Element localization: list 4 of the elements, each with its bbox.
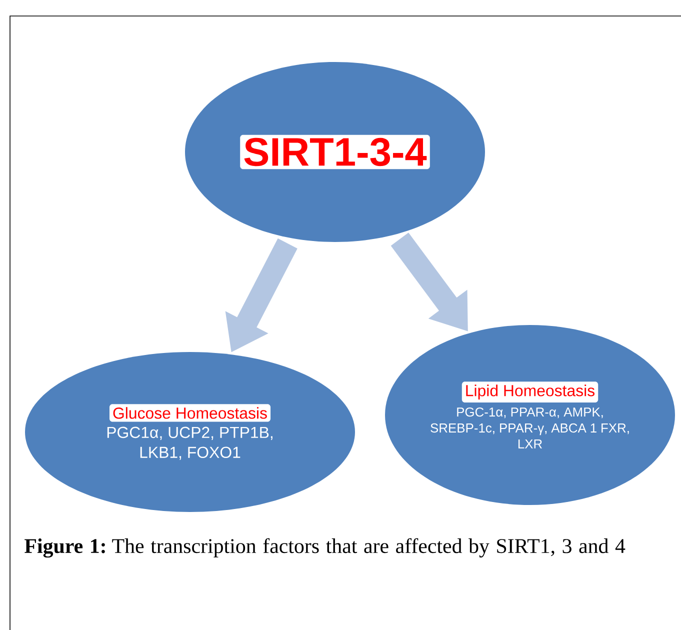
figure-caption: Figure 1: The transcription factors that are affected by SIRT1, 3 and 4 — [24, 538, 626, 558]
ellipse-node: SIRT1-3-4 — [185, 62, 485, 242]
ellipse-node: Lipid Homeostasis PGC-1α, PPAR-α, AMPK, SREBP-1c, PPAR-γ, ABCA 1 FXR, LXR — [385, 325, 675, 505]
ellipse-node: Glucose Homeostasis PGC1α, UCP2, PTP1B, LKB1, FOXO1 — [25, 352, 355, 512]
